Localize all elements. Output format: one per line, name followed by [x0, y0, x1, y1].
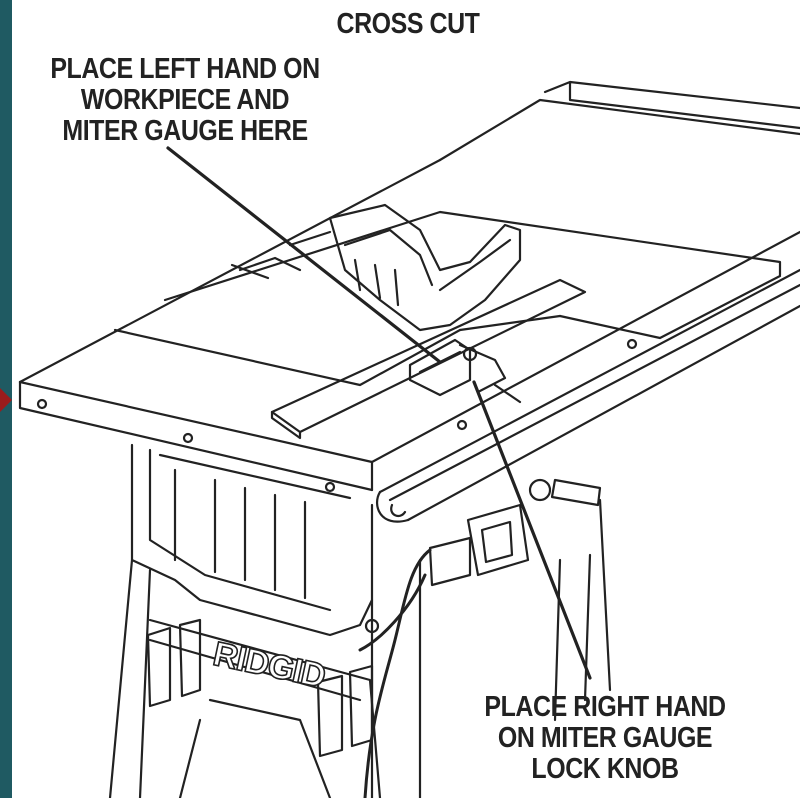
left-hand-callout-line-2: WORKPIECE AND: [80, 84, 290, 116]
right-hand-callout-line-3: LOCK KNOB: [531, 753, 679, 785]
right-hand-callout-line-2: ON MITER GAUGE: [497, 722, 713, 754]
figure-title-text: CROSS CUT: [336, 8, 480, 40]
left-hand-callout-line-3: MITER GAUGE HERE: [62, 115, 308, 147]
slide-bullet-arrow-icon: [0, 388, 12, 412]
table-saw-illustration: [18, 80, 800, 798]
left-hand-callout-line-1: PLACE LEFT HAND ON: [50, 53, 320, 85]
illustration-panel: RIDGID: [12, 0, 800, 798]
right-hand-callout-line-1: PLACE RIGHT HAND: [484, 691, 726, 723]
left-hand-callout: PLACE LEFT HAND ON WORKPIECE AND MITER G…: [26, 54, 344, 147]
right-hand-callout: PLACE RIGHT HAND ON MITER GAUGE LOCK KNO…: [463, 692, 747, 785]
figure-title: CROSS CUT: [288, 8, 529, 40]
